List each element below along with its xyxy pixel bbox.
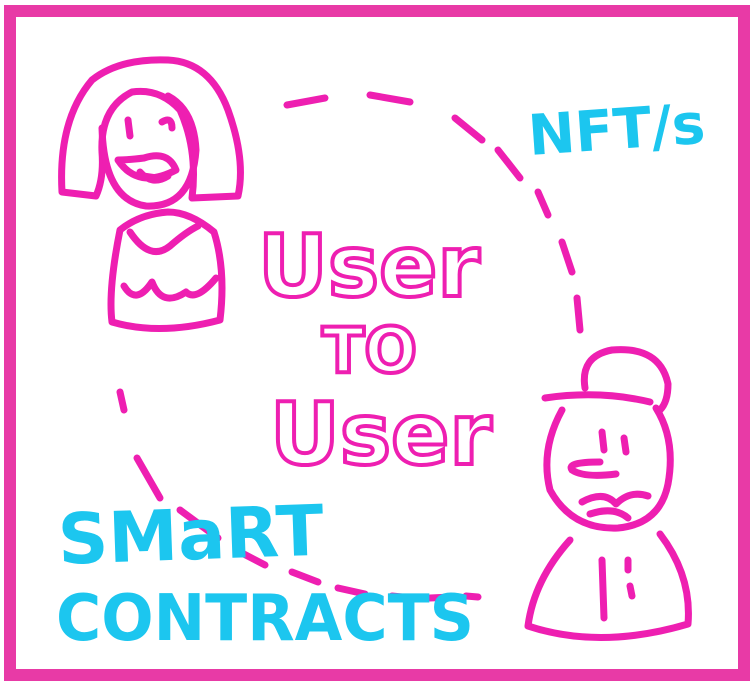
frame-border [4,5,750,681]
label-contracts: CONTRACTS [56,582,474,656]
label-user-bottom: User [270,385,492,485]
flow-dashed-circle [116,91,584,602]
label-to: TO [322,314,417,387]
label-smart: SMaRT [56,490,325,581]
smiling-woman-icon [58,56,244,333]
man-with-cap-icon [524,346,692,642]
label-user-top: User [258,217,480,317]
label-nfts: NFT/s [526,92,707,169]
